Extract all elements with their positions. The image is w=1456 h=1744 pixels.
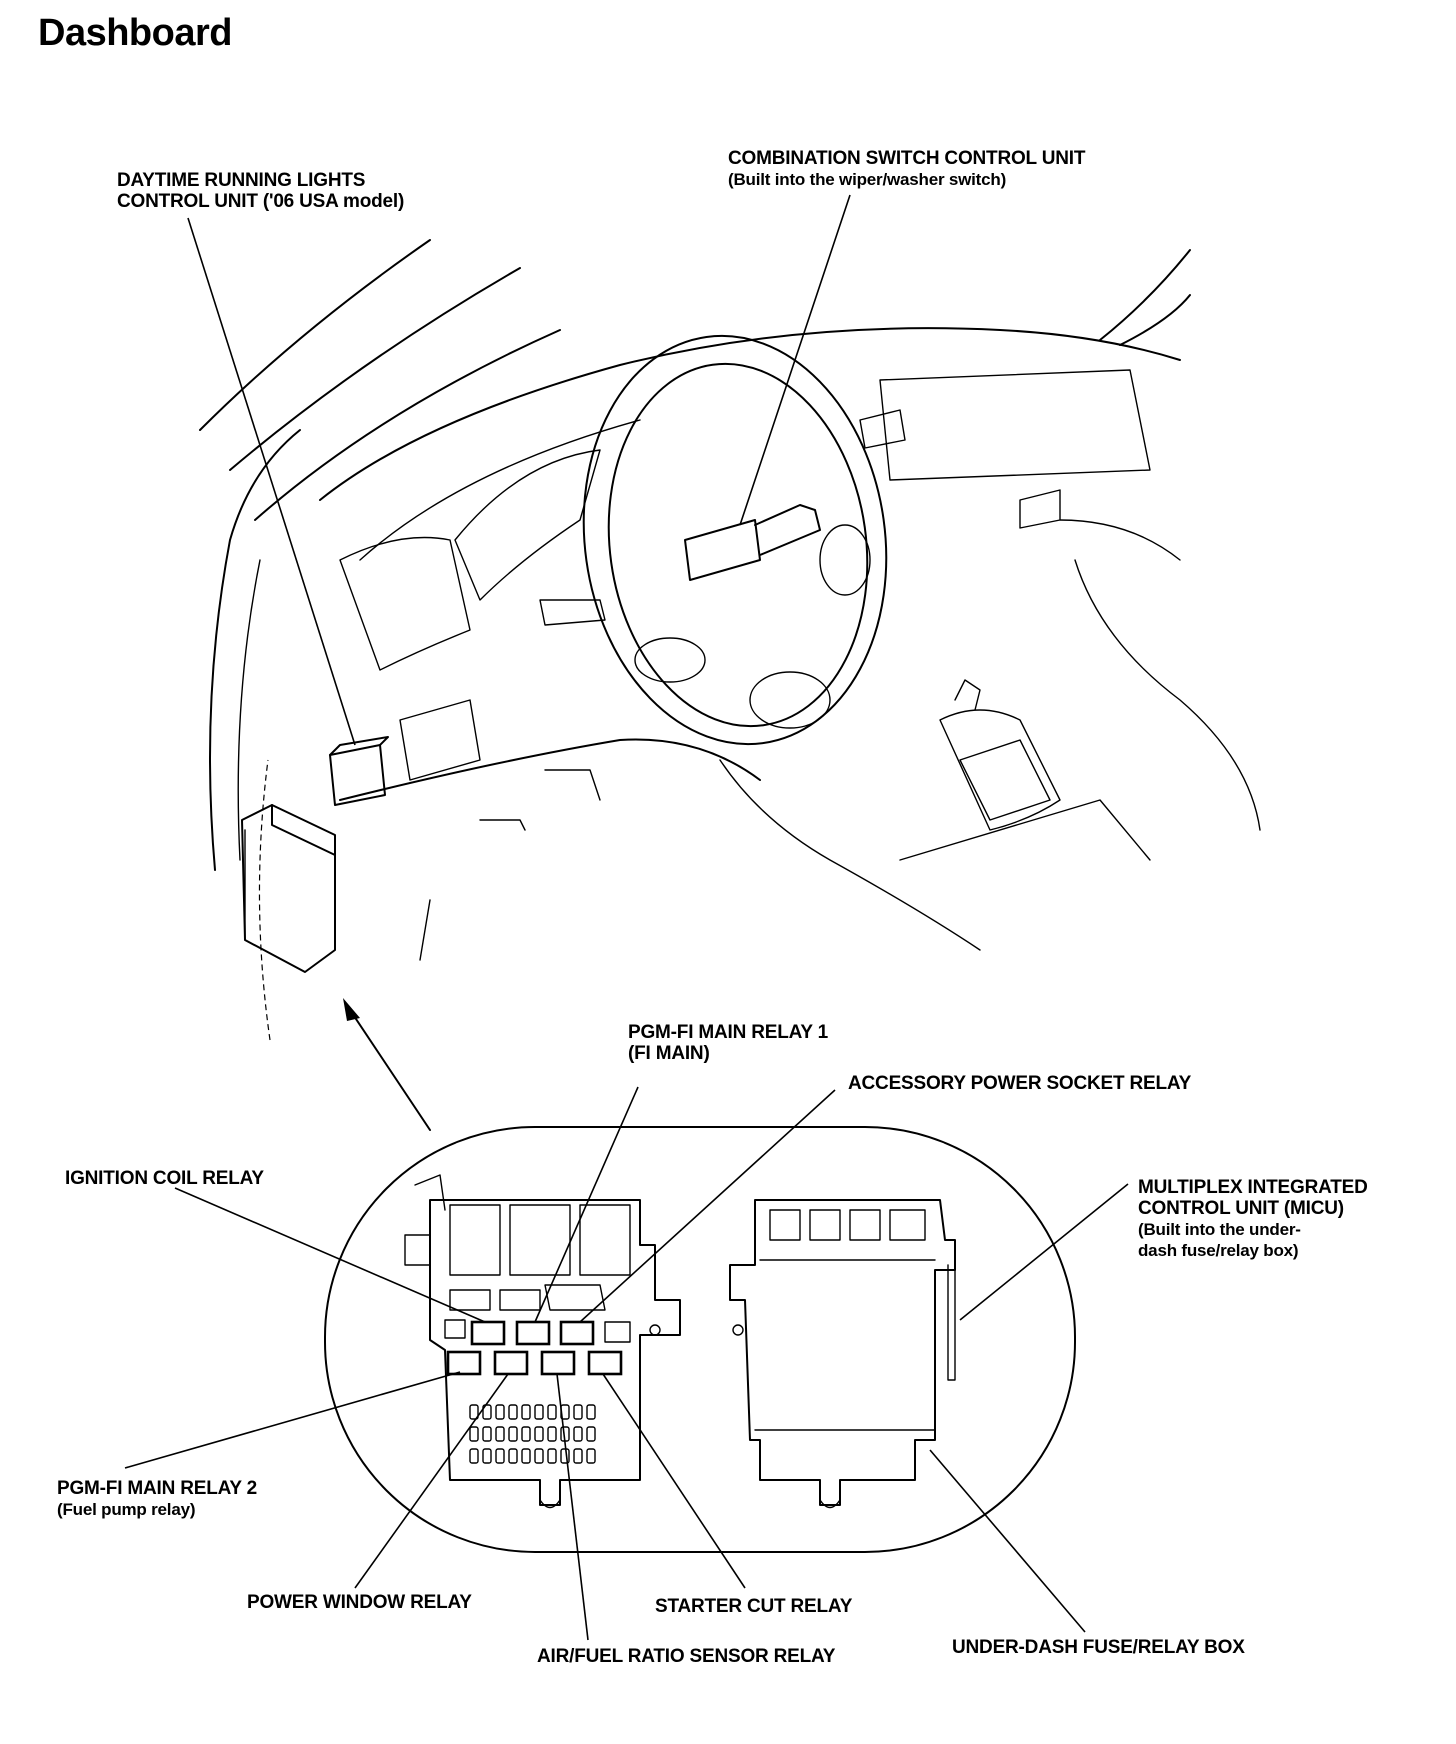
micu-label-line4: dash fuse/relay box) [1138, 1241, 1299, 1260]
combo-label-line1: COMBINATION SWITCH CONTROL UNIT [728, 148, 1086, 169]
power-window-relay-label: POWER WINDOW RELAY [247, 1592, 472, 1613]
micu-box [729, 1199, 956, 1509]
car-interior-drawing [199, 239, 1261, 1131]
pgm-fi-main-relay-1 [515, 1320, 551, 1346]
starter-cut-relay-label: STARTER CUT RELAY [655, 1596, 852, 1617]
page-title: Dashboard [38, 12, 232, 54]
fuse-slot [534, 1404, 544, 1420]
pgm-fi-main-relay-1-label: PGM-FI MAIN RELAY 1 (FI MAIN) [628, 1022, 828, 1064]
leader-lines [124, 194, 1129, 1641]
af-sensor-label-line1: AIR/FUEL RATIO SENSOR RELAY [537, 1646, 836, 1667]
fuse-slot [508, 1448, 518, 1464]
ignition-label-line1: IGNITION COIL RELAY [65, 1168, 264, 1189]
fuse-slot [495, 1448, 505, 1464]
drl-control-unit-label: DAYTIME RUNNING LIGHTS CONTROL UNIT ('06… [117, 170, 404, 212]
combo-label-line2: (Built into the wiper/washer switch) [728, 170, 1007, 189]
fuse-slot [482, 1448, 492, 1464]
fuse-slot [586, 1404, 596, 1420]
fuse-slot [534, 1426, 544, 1442]
fuse-slot [534, 1448, 544, 1464]
micu-label-line3: (Built into the under- [1138, 1220, 1301, 1239]
fuse-slot [482, 1426, 492, 1442]
fuse-grid [469, 1404, 596, 1464]
pgm1-label-line2: (FI MAIN) [628, 1043, 710, 1064]
accessory-label-line1: ACCESSORY POWER SOCKET RELAY [848, 1073, 1192, 1094]
ignition-coil-relay-label: IGNITION COIL RELAY [65, 1168, 264, 1189]
ignition-coil-relay [470, 1320, 506, 1346]
drl-label-line2: CONTROL UNIT ('06 USA model) [117, 191, 405, 212]
fuse-slot [469, 1426, 479, 1442]
fuse-slot [482, 1404, 492, 1420]
air-fuel-ratio-sensor-relay [540, 1350, 576, 1376]
power-window-relay [493, 1350, 529, 1376]
fuse-relay-box-left [404, 1174, 681, 1509]
power-window-label-line1: POWER WINDOW RELAY [247, 1592, 472, 1613]
fuse-slot [495, 1404, 505, 1420]
fuse-slot [573, 1404, 583, 1420]
combination-switch-label: COMBINATION SWITCH CONTROL UNIT (Built i… [728, 148, 1085, 190]
fuse-slot [521, 1404, 531, 1420]
fuse-slot [521, 1448, 531, 1464]
starter-cut-label-line1: STARTER CUT RELAY [655, 1596, 853, 1617]
micu-label-line2: CONTROL UNIT (MICU) [1138, 1198, 1344, 1219]
pgm2-label-line2: (Fuel pump relay) [57, 1500, 196, 1519]
air-fuel-ratio-sensor-relay-label: AIR/FUEL RATIO SENSOR RELAY [537, 1646, 835, 1667]
pgm2-label-line1: PGM-FI MAIN RELAY 2 [57, 1478, 257, 1499]
fuse-slot [508, 1426, 518, 1442]
accessory-power-socket-relay [559, 1320, 595, 1346]
fuse-slot [573, 1426, 583, 1442]
under-dash-fuse-relay-box-label: UNDER-DASH FUSE/RELAY BOX [952, 1637, 1245, 1658]
fuse-slot [495, 1426, 505, 1442]
accessory-power-socket-relay-label: ACCESSORY POWER SOCKET RELAY [848, 1073, 1191, 1094]
fuse-slot [521, 1426, 531, 1442]
starter-cut-relay [587, 1350, 623, 1376]
fuse-slot [469, 1404, 479, 1420]
pgm1-label-line1: PGM-FI MAIN RELAY 1 [628, 1022, 828, 1043]
micu-label: MULTIPLEX INTEGRATED CONTROL UNIT (MICU)… [1138, 1177, 1368, 1261]
pgm-fi-main-relay-2 [446, 1350, 482, 1376]
fuse-slot [469, 1448, 479, 1464]
fuse-slot [586, 1426, 596, 1442]
pgm-fi-main-relay-2-label: PGM-FI MAIN RELAY 2 (Fuel pump relay) [57, 1478, 257, 1520]
fuse-slot [508, 1404, 518, 1420]
detail-enclosure [324, 1126, 1076, 1553]
fuse-slot [547, 1426, 557, 1442]
underdash-label-line1: UNDER-DASH FUSE/RELAY BOX [952, 1637, 1245, 1658]
fuse-slot [586, 1448, 596, 1464]
fuse-slot [547, 1404, 557, 1420]
micu-label-line1: MULTIPLEX INTEGRATED [1138, 1177, 1368, 1198]
fuse-slot [573, 1448, 583, 1464]
drl-label-line1: DAYTIME RUNNING LIGHTS [117, 170, 366, 191]
fuse-slot [547, 1448, 557, 1464]
